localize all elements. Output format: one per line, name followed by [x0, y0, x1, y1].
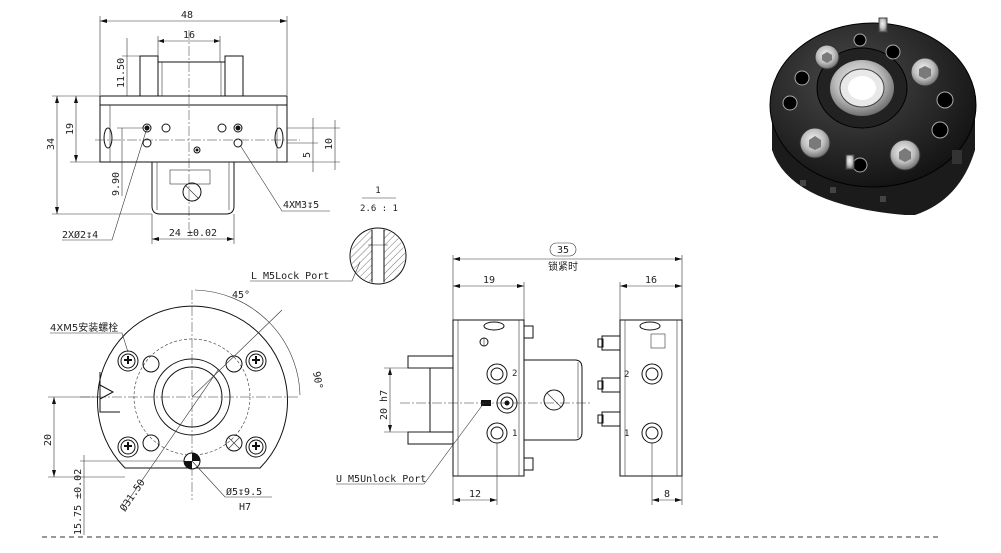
- dim-body-19: 19: [65, 123, 76, 135]
- dim-right-10: 10: [324, 138, 335, 150]
- top-view: 48 16 11.50: [46, 10, 340, 244]
- lock-port-detail: L M5Lock Port: [250, 227, 407, 285]
- label-pin: Ø5↧9.5: [226, 486, 262, 498]
- port-num-2: 2: [512, 369, 517, 379]
- dim-20-h7: 20 h7: [379, 390, 390, 420]
- dim-pin-height: 11.50: [116, 58, 127, 88]
- dim-8: 8: [664, 489, 670, 500]
- label-thread-holes: 4XM3↧5: [283, 200, 319, 211]
- port-num-2b: 2: [624, 370, 629, 380]
- dim-angle-45: 45°: [232, 290, 250, 301]
- dim-35: 35: [557, 245, 569, 256]
- product-render-image: [769, 17, 977, 215]
- scale-numerator: 1: [375, 186, 380, 196]
- dim-19: 19: [483, 275, 495, 286]
- dim-20: 20: [43, 434, 54, 446]
- side-view: 35 锁紧时 19 16: [336, 242, 683, 505]
- dim-base-24: 24 ±0.02: [169, 228, 217, 239]
- scale-note: 1 2.6 : 1: [360, 186, 398, 214]
- label-pin-holes: 2XØ2↧4: [62, 229, 98, 241]
- dim-15-75: 15.75 ±0.02: [73, 469, 84, 535]
- dim-hole-offset: 9.90: [111, 172, 122, 196]
- label-h7: H7: [239, 502, 251, 513]
- dim-right-5: 5: [302, 152, 313, 158]
- port-num-1b: 1: [624, 429, 629, 439]
- mount-screw-icon: [117, 350, 267, 458]
- dim-16: 16: [645, 275, 657, 286]
- front-view: 45° 90° 4XM5安装螺栓 20 15.75 ±0.02 Ø31.50 Ø…: [43, 289, 324, 535]
- label-lock-port: L M5Lock Port: [251, 271, 329, 282]
- label-unlock-port: U M5Unlock Port: [336, 474, 426, 485]
- dim-width-48: 48: [181, 10, 193, 21]
- dim-90: 90°: [310, 371, 324, 391]
- dim-total-34: 34: [46, 138, 57, 150]
- dim-dia-31-50: Ø31.50: [118, 477, 148, 514]
- port-num-1: 1: [512, 429, 517, 439]
- label-mount-screws: 4XM5安装螺栓: [50, 321, 118, 334]
- screw-head-icon: [799, 44, 940, 171]
- dim-12: 12: [469, 489, 481, 500]
- scale-denominator: 2.6 : 1: [360, 204, 398, 214]
- label-locked: 锁紧时: [548, 260, 578, 273]
